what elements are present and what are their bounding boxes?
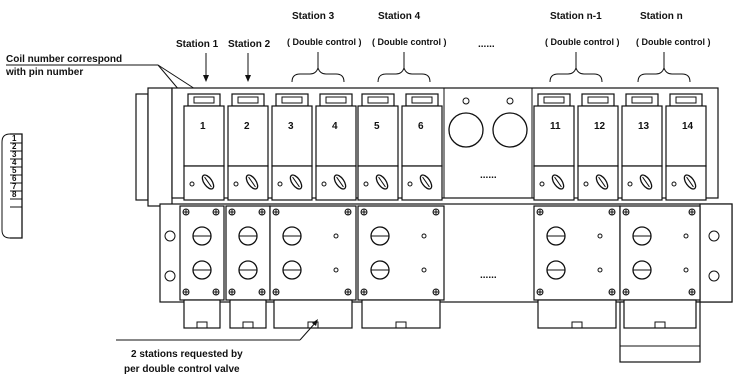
coil-number: 11 bbox=[550, 121, 561, 132]
station-sublabel: ( Double control ) bbox=[372, 37, 447, 47]
valve-body-block bbox=[533, 205, 621, 329]
valve-module: 4 bbox=[315, 93, 357, 201]
valve-module: 2 bbox=[227, 93, 269, 201]
station-label: Station 2 bbox=[228, 39, 271, 50]
valve-module: 13 bbox=[621, 93, 663, 201]
valve-module: 11 bbox=[533, 93, 575, 201]
ellipsis-low: ...... bbox=[480, 270, 497, 281]
pin-number: 1 bbox=[12, 134, 17, 143]
coil-number: 3 bbox=[288, 121, 294, 132]
valve-module: 5 bbox=[357, 93, 399, 201]
valve-module: 3 bbox=[271, 93, 313, 201]
coil-number: 4 bbox=[332, 121, 338, 132]
station-sublabel: ( Double control ) bbox=[636, 37, 711, 47]
pin-number: 5 bbox=[12, 166, 17, 175]
coil-number: 14 bbox=[682, 121, 694, 132]
station-label: Station 1 bbox=[176, 39, 219, 50]
valve-module: 6 bbox=[401, 93, 443, 201]
coil-number: 2 bbox=[244, 121, 250, 132]
coil-number: 12 bbox=[594, 121, 606, 132]
stations-callout-line1: 2 stations requested by bbox=[131, 349, 243, 360]
station-label: Station n-1 bbox=[550, 11, 602, 22]
station-label: Station 3 bbox=[292, 11, 335, 22]
coil-number: 5 bbox=[374, 121, 380, 132]
station-arrows bbox=[203, 52, 691, 83]
valve-body-block bbox=[269, 205, 357, 329]
ellipsis-mid: ...... bbox=[480, 170, 497, 181]
coil-number: 1 bbox=[200, 121, 206, 132]
station-label: Station n bbox=[640, 11, 683, 22]
pin-number: 4 bbox=[12, 158, 17, 167]
stations-callout-line2: per double control valve bbox=[124, 364, 240, 375]
station-labels: Station 1 Station 2 Station 3 ( Double c… bbox=[176, 11, 711, 50]
station-sublabel: ( Double control ) bbox=[287, 37, 362, 47]
valve-body-block bbox=[225, 205, 271, 329]
stations-callout: 2 stations requested by per double contr… bbox=[116, 319, 318, 375]
connector-pin-table: 1 2 3 4 5 6 7 8 bbox=[1, 133, 23, 239]
pin-number: 6 bbox=[12, 174, 17, 183]
coil-number: 6 bbox=[418, 121, 424, 132]
coil-callout-line1: Coil number correspond bbox=[6, 54, 122, 65]
station-label: Station 4 bbox=[378, 11, 421, 22]
station-sublabel: ( Double control ) bbox=[545, 37, 620, 47]
valve-body-block bbox=[179, 205, 225, 329]
ellipsis-top: ...... bbox=[478, 39, 495, 50]
valve-module: 1 bbox=[183, 93, 225, 201]
valve-body-block bbox=[357, 205, 445, 329]
valve-module: 12 bbox=[577, 93, 619, 201]
coil-number: 13 bbox=[638, 121, 650, 132]
pin-number: 8 bbox=[12, 190, 17, 199]
valve-module: 14 bbox=[665, 93, 707, 201]
coil-callout-line2: with pin number bbox=[5, 67, 83, 78]
pin-number: 3 bbox=[12, 150, 17, 159]
valve-body-block bbox=[619, 205, 701, 329]
pin-number: 7 bbox=[12, 182, 17, 191]
pin-number: 2 bbox=[12, 142, 17, 151]
